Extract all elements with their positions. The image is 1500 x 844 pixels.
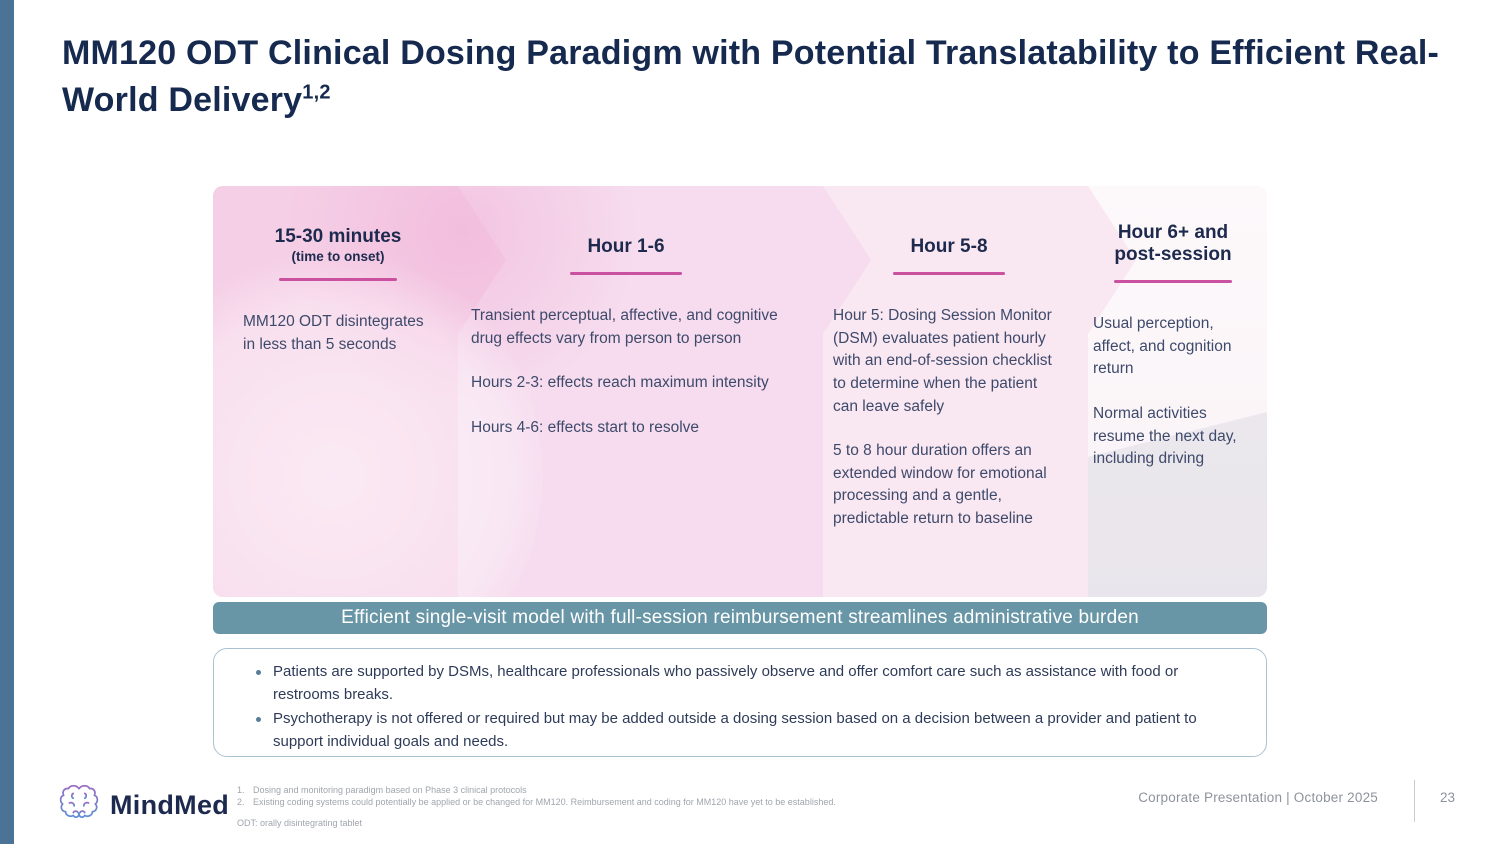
header-underline	[1114, 280, 1232, 283]
timeline-column-hour-5-8: Hour 5-8 Hour 5: Dosing Session Monitor …	[833, 186, 1065, 597]
footnote-number: 2.	[237, 797, 245, 808]
footer-divider	[1414, 780, 1415, 822]
bullet-dot-icon	[256, 670, 261, 675]
footnote-line: 1. Dosing and monitoring paradigm based …	[237, 784, 836, 796]
key-message-text: Efficient single-visit model with full-s…	[341, 607, 1139, 628]
slide-title-superscript: 1,2	[302, 81, 331, 104]
footnote-text: Dosing and monitoring paradigm based on …	[253, 785, 527, 795]
note-bullet-item: Patients are supported by DSMs, healthca…	[256, 661, 1236, 706]
column-header: Hour 6+ and post-session	[1114, 222, 1232, 265]
slide-accent-bar	[0, 0, 14, 844]
mindmed-logo: MindMed	[56, 780, 229, 831]
column-header: 15-30 minutes	[274, 226, 402, 247]
column-subheader: (time to onset)	[291, 249, 385, 264]
abbreviation-note: ODT: orally disintegrating tablet	[237, 818, 363, 828]
column-paragraph: Usual perception, affect, and cognition …	[1093, 315, 1232, 378]
note-bullet-text: Patients are supported by DSMs, healthca…	[273, 663, 1179, 703]
note-bullet-item: Psychotherapy is not offered or required…	[256, 708, 1236, 753]
supporting-notes-box: Patients are supported by DSMs, healthca…	[213, 648, 1267, 757]
column-paragraph: Normal activities resume the next day, i…	[1093, 404, 1237, 468]
column-paragraph: Hours 4-6: effects start to resolve	[471, 418, 700, 436]
mindmed-brain-logo-icon	[56, 780, 102, 831]
key-message-banner: Efficient single-visit model with full-s…	[213, 602, 1267, 634]
page-number: 23	[1440, 790, 1456, 805]
slide-footer: MindMed 1. Dosing and monitoring paradig…	[0, 774, 1500, 844]
footnote-number: 1.	[237, 785, 245, 795]
column-paragraph: Hours 2-3: effects reach maximum intensi…	[471, 374, 769, 392]
dosing-timeline-panel: 15-30 minutes (time to onset) MM120 ODT …	[213, 186, 1267, 597]
bullet-dot-icon	[256, 717, 261, 722]
column-paragraph: 5 to 8 hour duration offers an extended …	[833, 442, 1047, 527]
footnote-text: Existing coding systems could potentiall…	[253, 797, 836, 808]
column-paragraph: Hour 5: Dosing Session Monitor (DSM) eva…	[833, 307, 1052, 415]
header-underline	[570, 272, 682, 275]
footnote-line: 2. Existing coding systems could potenti…	[237, 796, 836, 808]
column-header: Hour 5-8	[910, 236, 988, 257]
column-paragraph: MM120 ODT disintegrates in less than 5 s…	[243, 313, 424, 353]
timeline-column-post-session: Hour 6+ and post-session Usual perceptio…	[1093, 186, 1253, 597]
presentation-label: Corporate Presentation | October 2025	[1138, 790, 1378, 805]
timeline-column-onset: 15-30 minutes (time to onset) MM120 ODT …	[243, 186, 433, 597]
footnotes: 1. Dosing and monitoring paradigm based …	[237, 784, 836, 808]
mindmed-wordmark: MindMed	[110, 790, 230, 820]
timeline-column-hour-1-6: Hour 1-6 Transient perceptual, affective…	[471, 186, 781, 597]
column-paragraph: Transient perceptual, affective, and cog…	[471, 307, 778, 347]
slide-title: MM120 ODT Clinical Dosing Paradigm with …	[62, 30, 1452, 124]
column-header: Hour 1-6	[587, 236, 665, 257]
note-bullet-text: Psychotherapy is not offered or required…	[273, 710, 1197, 750]
header-underline	[893, 272, 1005, 275]
header-underline	[279, 278, 397, 281]
slide-title-text: MM120 ODT Clinical Dosing Paradigm with …	[62, 34, 1440, 119]
